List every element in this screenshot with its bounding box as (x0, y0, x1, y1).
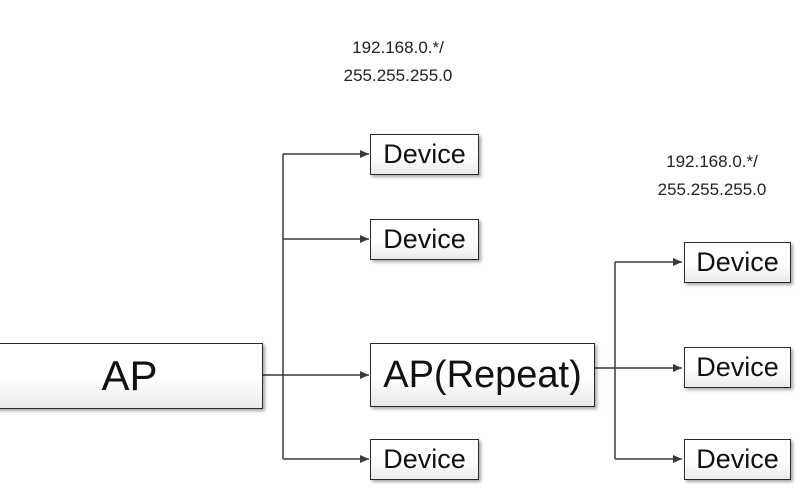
subnet-ip-right: 192.168.0.*/ (666, 152, 758, 171)
subnet-mask-left: 255.255.255.0 (343, 66, 453, 85)
device-node-1: Device (370, 134, 479, 175)
ap-repeat-node: AP(Repeat) (370, 343, 595, 407)
subnet-mask-right: 255.255.255.0 (657, 180, 767, 199)
device-node-3: Device (370, 439, 479, 480)
subnet-label-right: 192.168.0.*/ 255.255.255.0 (632, 148, 792, 204)
device-node-5: Device (684, 347, 791, 388)
subnet-ip-left: 192.168.0.*/ (352, 38, 444, 57)
device-node-6: Device (684, 439, 791, 480)
subnet-label-left: 192.168.0.*/ 255.255.255.0 (318, 34, 478, 90)
ap-node: AP (0, 343, 263, 409)
device-node-2: Device (370, 219, 479, 260)
device-node-4: Device (684, 242, 791, 283)
